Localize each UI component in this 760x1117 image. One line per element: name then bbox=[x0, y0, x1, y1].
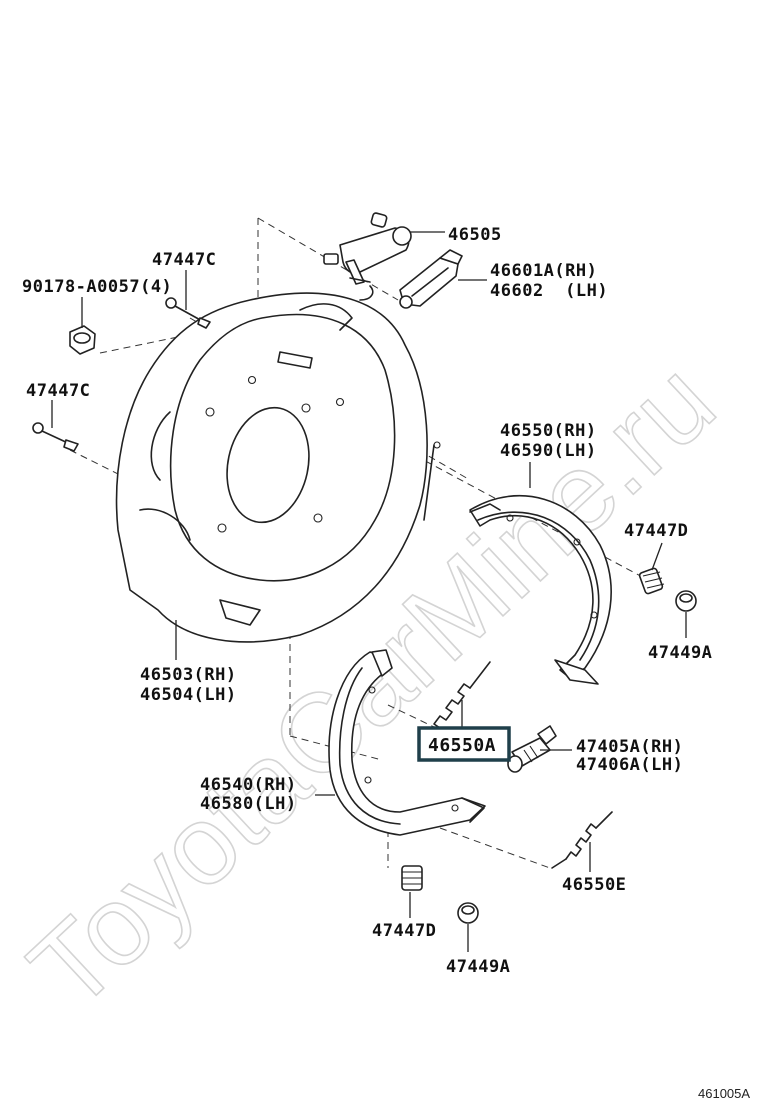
label-46550e[interactable]: 46550E bbox=[562, 875, 626, 895]
cup-47449a-bottom[interactable] bbox=[457, 902, 479, 924]
spring-46550e[interactable] bbox=[551, 811, 613, 869]
label-46505[interactable]: 46505 bbox=[448, 225, 502, 245]
label-46601a[interactable]: 46601A(RH) bbox=[490, 261, 597, 281]
label-47447c-left[interactable]: 47447C bbox=[26, 381, 90, 401]
label-47406a[interactable]: 47406A(LH) bbox=[576, 755, 683, 775]
label-47405a[interactable]: 47405A(RH) bbox=[576, 737, 683, 757]
bolt-47447c-left[interactable] bbox=[32, 422, 79, 452]
label-46602[interactable]: 46602 (LH) bbox=[490, 281, 608, 301]
label-47449a-bottom[interactable]: 47449A bbox=[446, 957, 510, 977]
label-47449a-right[interactable]: 47449A bbox=[648, 643, 712, 663]
adjuster-47405a[interactable] bbox=[507, 725, 557, 773]
nut-90178[interactable] bbox=[69, 325, 96, 355]
spring-47447d-bottom[interactable] bbox=[401, 865, 423, 891]
label-46580[interactable]: 46580(LH) bbox=[200, 794, 297, 814]
lever-46505[interactable] bbox=[323, 212, 412, 285]
label-47447c-top[interactable]: 47447C bbox=[152, 250, 216, 270]
bolt-47447c-top[interactable] bbox=[165, 297, 211, 329]
label-46540[interactable]: 46540(RH) bbox=[200, 775, 297, 795]
selected-part-box[interactable] bbox=[417, 726, 511, 762]
shoe-46540[interactable] bbox=[328, 649, 486, 836]
label-46503[interactable]: 46503(RH) bbox=[140, 665, 237, 685]
backing-plate-46503[interactable] bbox=[115, 285, 441, 643]
figure-id: 461005A bbox=[698, 1086, 750, 1101]
label-46590[interactable]: 46590(LH) bbox=[500, 441, 597, 461]
leader-lines bbox=[51, 231, 687, 952]
strut-46601a[interactable] bbox=[399, 249, 463, 309]
spring-47447d-right[interactable] bbox=[638, 567, 665, 595]
cup-47449a-right[interactable] bbox=[675, 590, 697, 612]
label-46550a-selected[interactable]: 46550A bbox=[428, 735, 496, 756]
label-47447d-bottom[interactable]: 47447D bbox=[372, 921, 436, 941]
label-47447d-right[interactable]: 47447D bbox=[624, 521, 688, 541]
shoe-46550[interactable] bbox=[469, 494, 612, 685]
label-90178[interactable]: 90178-A0057(4) bbox=[22, 277, 172, 297]
label-46550[interactable]: 46550(RH) bbox=[500, 421, 597, 441]
label-46504[interactable]: 46504(LH) bbox=[140, 685, 237, 705]
